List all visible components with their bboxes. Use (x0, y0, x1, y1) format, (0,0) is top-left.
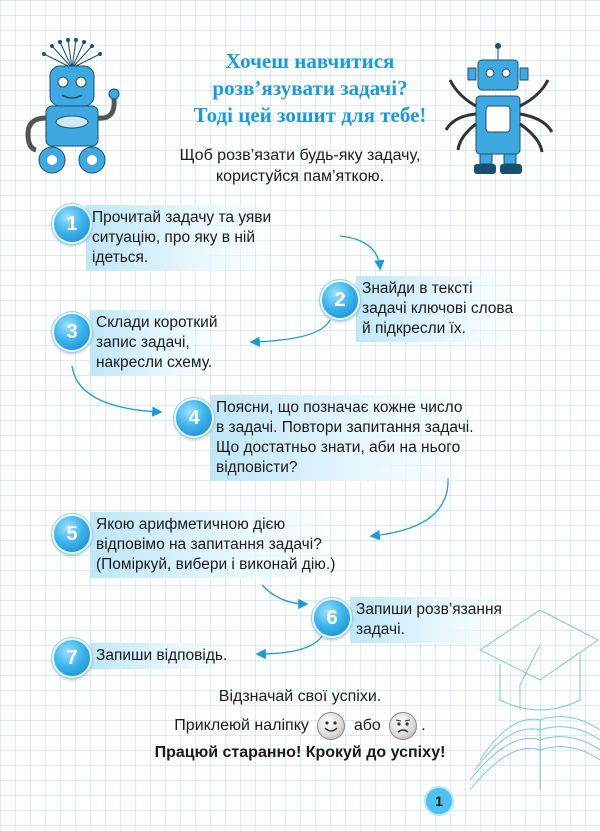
arrow-6-7 (255, 635, 323, 660)
step-6-line-2: задачі. (356, 621, 405, 638)
arrow-1-2 (339, 235, 385, 271)
robot-right-icon (444, 43, 554, 174)
footer-or-text: або (353, 717, 381, 735)
step-7-badge: 7 (52, 638, 92, 678)
step-3-line-1: Склади короткий (96, 314, 218, 331)
page-number: 1 (424, 786, 454, 816)
footer-line-1: Відзначай свої успіхи. (218, 688, 382, 705)
step-6-box: Запиши розв’язання задачі. (350, 597, 508, 643)
step-5-box: Якою арифметичною дією відповімо на запи… (90, 512, 342, 578)
step-4-line-4: відповісти? (216, 459, 298, 476)
title-line-3: Тоді цей зошит для тебе! (193, 103, 427, 127)
step-7-line-1: Запиши відповідь. (96, 647, 228, 664)
step-3-line-3: накресли схему. (96, 354, 213, 371)
step-6-line-1: Запиши розв’язання (356, 601, 502, 618)
step-1-box: Прочитай задачу та уяви ситуацію, про як… (86, 205, 278, 271)
step-4-line-2: в задачі. Повтори запитання задачі. (216, 419, 474, 436)
step-3-box: Склади короткий запис задачі, накресли с… (90, 310, 224, 376)
step-7-box: Запиши відповідь. (90, 643, 234, 669)
step-4-line-1: Поясни, що позначає кожне число (216, 399, 463, 416)
arrow-5-6 (261, 584, 309, 610)
step-5-badge: 5 (52, 514, 92, 554)
title-line-1: Хочеш навчитися (225, 49, 395, 73)
robot-left-icon (25, 38, 120, 174)
footer-line-2: Приклеюй наліпку або . (0, 712, 600, 740)
step-5-line-2: відповімо на запитання задачі? (96, 536, 322, 553)
step-5-line-3: (Поміркуй, вибери і виконай дію.) (96, 556, 336, 573)
sad-face-icon (389, 712, 418, 740)
arrow-3-4 (71, 365, 163, 417)
step-4-box: Поясни, що позначає кожне число в задачі… (210, 395, 480, 481)
step-5-line-1: Якою арифметичною дією (96, 516, 286, 533)
step-2-badge: 2 (320, 280, 360, 320)
step-3-badge: 3 (52, 312, 92, 352)
intro-line-2: користуйся пам’яткою. (215, 168, 385, 185)
footer-motto: Працюй старанно! Крокуй до успіху! (154, 744, 446, 761)
step-4-line-3: Що достатньо знати, аби на нього (216, 439, 461, 456)
step-1-line-2: ситуацію, про яку в ній (92, 229, 255, 246)
step-2-line-2: задачі ключові слова (362, 300, 514, 317)
book-sketch-icon (470, 609, 600, 791)
step-2-box: Знайди в тексті задачі ключові слова й п… (356, 276, 520, 342)
step-1-line-3: ідеться. (92, 249, 149, 266)
intro-line-1: Щоб розв’язати будь-яку задачу, (179, 147, 421, 164)
footer-sticker-text: Приклеюй наліпку (174, 717, 309, 735)
happy-face-icon (317, 712, 346, 740)
arrow-4-5 (369, 477, 449, 541)
intro-text: Щоб розв’язати будь-яку задачу, користуй… (120, 145, 480, 187)
step-2-line-1: Знайди в тексті (362, 280, 473, 297)
step-6-badge: 6 (312, 598, 352, 638)
step-1-line-1: Прочитай задачу та уяви (92, 209, 272, 226)
page-title: Хочеш навчитися розв’язувати задачі? Тод… (140, 48, 480, 129)
step-3-line-2: запис задачі, (96, 334, 190, 351)
step-1-badge: 1 (52, 204, 92, 244)
arrow-2-3 (249, 319, 331, 347)
step-4-badge: 4 (174, 398, 214, 438)
step-2-line-3: й підкресли їх. (362, 320, 466, 337)
title-line-2: розв’язувати задачі? (212, 76, 408, 100)
